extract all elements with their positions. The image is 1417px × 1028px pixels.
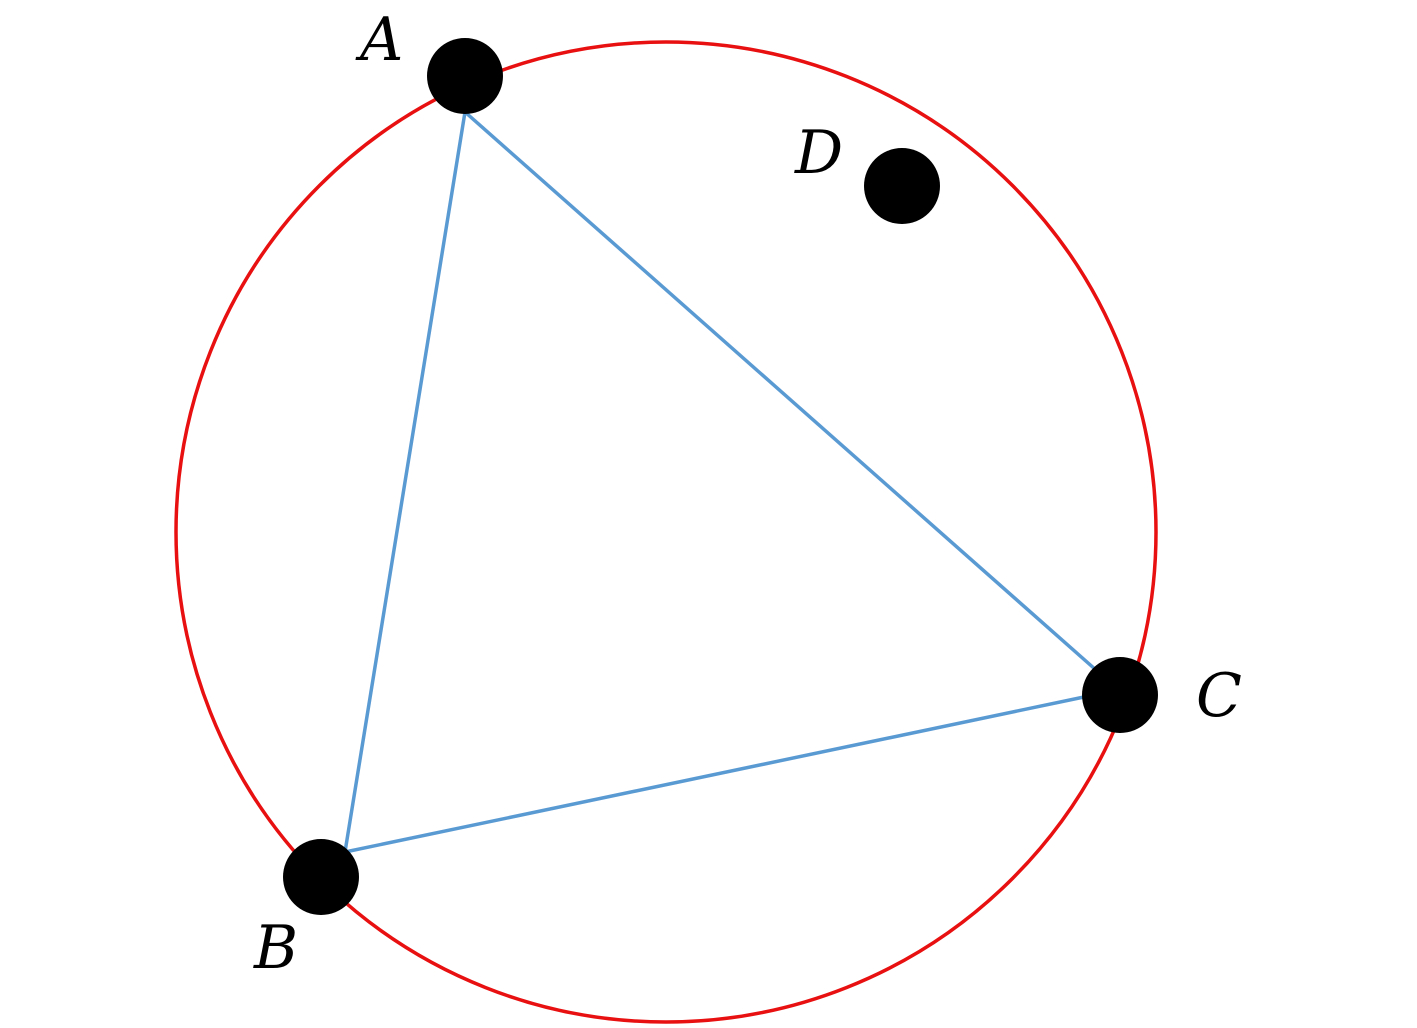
label-a: A xyxy=(355,5,403,75)
point-a xyxy=(427,38,503,114)
point-c xyxy=(1082,657,1158,733)
side-ab xyxy=(343,111,467,853)
circumcircle xyxy=(174,40,1158,1024)
label-b: B xyxy=(253,913,298,983)
point-d xyxy=(864,148,940,224)
point-b xyxy=(283,839,359,915)
label-d: D xyxy=(794,118,843,188)
label-c: C xyxy=(1196,661,1242,731)
side-ac xyxy=(463,110,1098,672)
side-bc xyxy=(344,695,1085,854)
